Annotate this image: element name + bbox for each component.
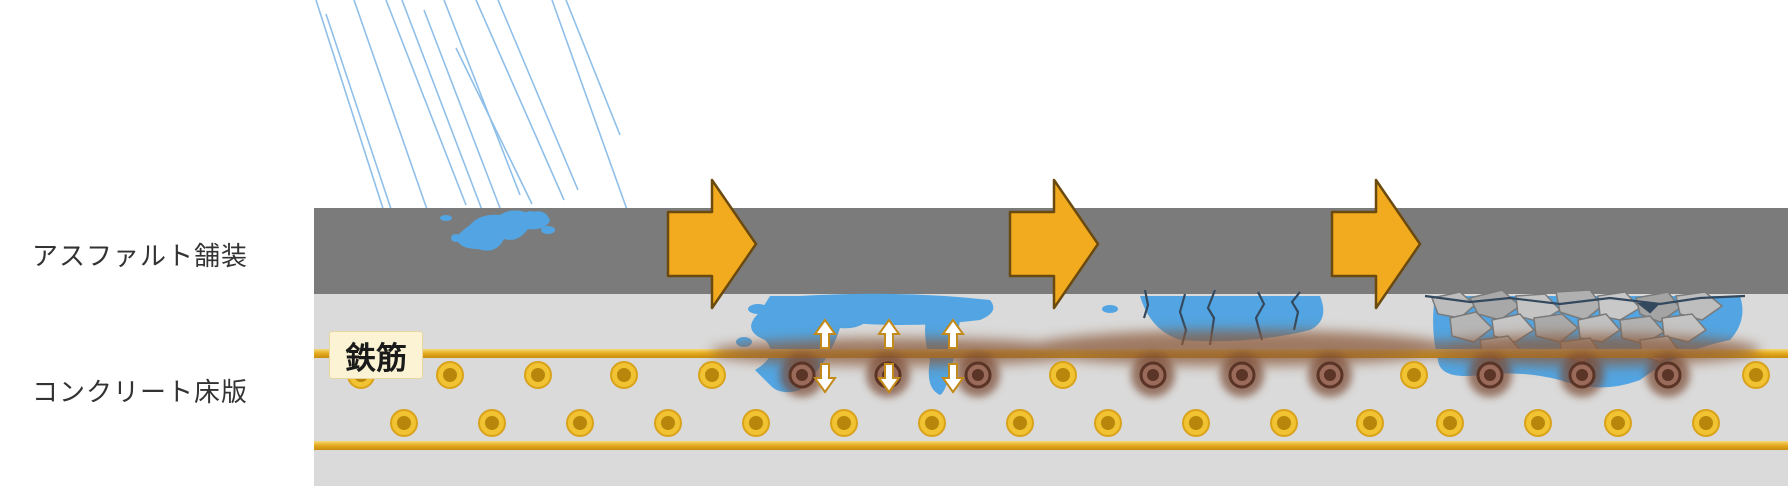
corroded-rebar-core: [1576, 369, 1588, 381]
rebar-section-core: [837, 416, 851, 430]
rebar-section-core: [1056, 368, 1070, 382]
corroded-rebar-core: [1484, 369, 1496, 381]
rebar-section-core: [1699, 416, 1713, 430]
corroded-rebar-core: [972, 369, 984, 381]
rebar-section-core: [749, 416, 763, 430]
rebar-section-core: [1189, 416, 1203, 430]
rebar-section-core: [1407, 368, 1421, 382]
progression-arrows: [666, 178, 1422, 310]
rebar-section-core: [1363, 416, 1377, 430]
corroded-rebar-core: [796, 369, 808, 381]
rebar-section-core: [573, 416, 587, 430]
crack-lines-4: [1424, 294, 1746, 314]
rebar-cross-sections-lower: [390, 409, 1720, 437]
rebar-section-core: [617, 368, 631, 382]
rain-icon: [315, 0, 631, 219]
rebar-section-core: [705, 368, 719, 382]
rebar-section-core: [397, 416, 411, 430]
rebar-section-core: [1013, 416, 1027, 430]
rebar-section-core: [1443, 416, 1457, 430]
right-arrow-icon: [1330, 178, 1422, 310]
asphalt-layer-label: アスファルト舗装: [32, 242, 249, 272]
rebar-section-core: [925, 416, 939, 430]
rebar-label: 鉄筋: [329, 331, 423, 379]
rebar-section-core: [1531, 416, 1545, 430]
rebar-section-core: [1611, 416, 1625, 430]
right-arrow-icon: [1008, 178, 1100, 310]
concrete-slab-label: コンクリート床版: [32, 378, 249, 408]
rebar-section-core: [1101, 416, 1115, 430]
rebar-section-core: [1749, 368, 1763, 382]
up-down-arrow-icon: [941, 318, 965, 394]
up-down-arrow-icon: [813, 318, 837, 394]
right-arrow-icon: [666, 178, 758, 310]
rebar-section-core: [443, 368, 457, 382]
corroded-rebar-core: [1236, 369, 1248, 381]
corroded-rebar-core: [1147, 369, 1159, 381]
water-splash: [440, 210, 555, 251]
rebar-section-core: [531, 368, 545, 382]
corroded-rebar-core: [1324, 369, 1336, 381]
rebar-section-core: [1277, 416, 1291, 430]
rebar-section-core: [661, 416, 675, 430]
corroded-rebar-core: [1662, 369, 1674, 381]
rebar-section-core: [485, 416, 499, 430]
up-down-arrow-icon: [877, 318, 901, 394]
moisture-movement-arrows: [813, 318, 965, 394]
